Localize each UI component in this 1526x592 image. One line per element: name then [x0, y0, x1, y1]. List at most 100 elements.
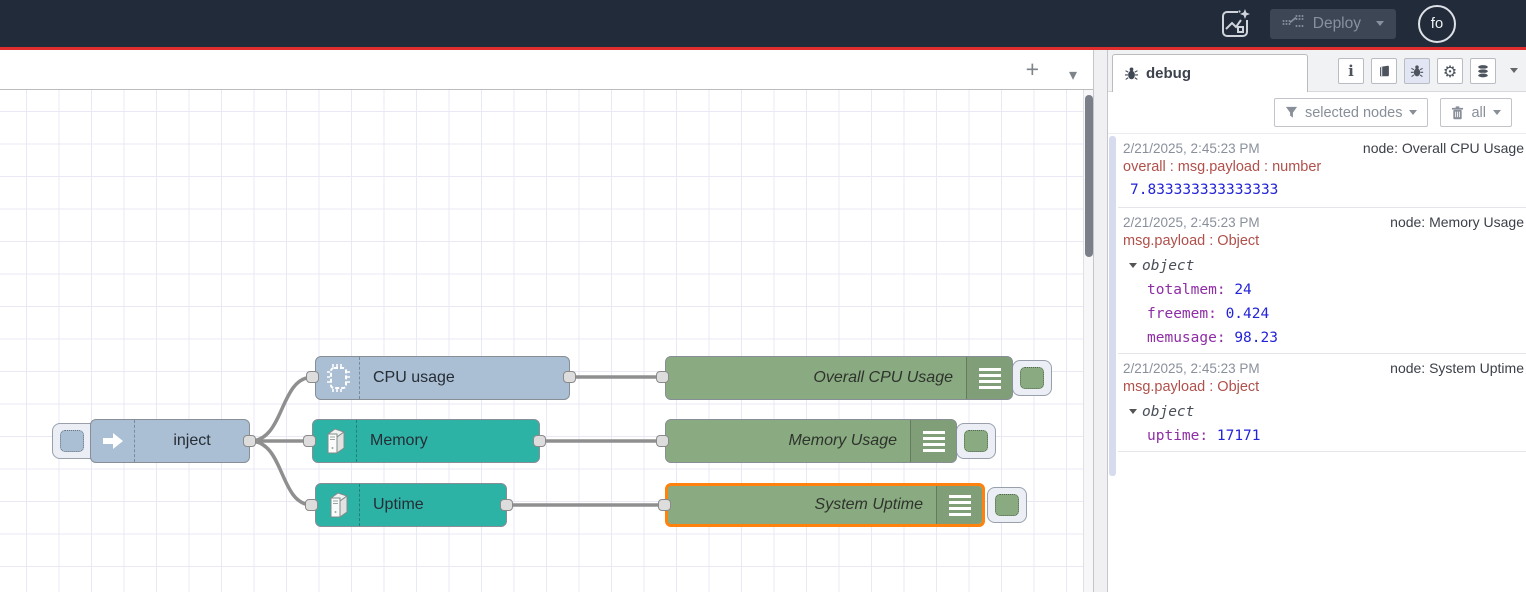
wires: [248, 375, 667, 507]
object-entry: freemem0.424: [1123, 298, 1524, 322]
debug-toggle-button[interactable]: [1012, 360, 1052, 396]
node-label: CPU usage: [373, 369, 455, 386]
message-value: 7.833333333333333: [1130, 182, 1279, 198]
node-label: Uptime: [373, 496, 424, 513]
object-entry: totalmem24: [1123, 274, 1524, 298]
app-header: Deploy fo: [0, 0, 1526, 47]
message-property: msg.payload : Object: [1123, 379, 1260, 395]
port-debug-uptime-in[interactable]: [658, 499, 671, 511]
workspace-grid[interactable]: inject CPU usage: [0, 90, 1083, 592]
bug-icon: [1410, 65, 1424, 77]
sidebar-tabbar: debug i: [1108, 50, 1526, 92]
message-timestamp: 2/21/2025, 2:45:23 PM: [1123, 141, 1260, 156]
node-uptime[interactable]: Uptime: [315, 483, 507, 527]
info-icon: i: [1348, 62, 1354, 80]
node-label: Memory: [370, 432, 428, 449]
port-inject-out[interactable]: [243, 435, 256, 447]
debug-message[interactable]: 2/21/2025, 2:45:23 PM node: System Uptim…: [1118, 354, 1526, 452]
object-expander[interactable]: object: [1123, 397, 1524, 420]
debug-toolbar: selected nodes all: [1108, 92, 1526, 134]
user-avatar[interactable]: fo: [1418, 4, 1456, 43]
debug-clear-button[interactable]: all: [1440, 98, 1512, 127]
deploy-icon: [1282, 14, 1304, 34]
workspace-tabbar: + ▾: [0, 50, 1093, 90]
computer-tower-icon: [313, 420, 357, 462]
database-icon: [1477, 63, 1489, 78]
node-cpu-usage[interactable]: CPU usage: [315, 356, 570, 400]
collapse-caret-icon: [1129, 263, 1137, 268]
debug-tab-button[interactable]: [1404, 58, 1430, 84]
object-entry: uptime17171: [1123, 420, 1524, 444]
port-debug-memory-in[interactable]: [656, 435, 669, 447]
debug-clear-label: all: [1471, 104, 1486, 121]
config-nodes-tab-button[interactable]: ⚙: [1437, 58, 1463, 84]
port-memory-out[interactable]: [533, 435, 546, 447]
message-source-node: node: System Uptime: [1390, 360, 1524, 376]
debug-message-list[interactable]: 2/21/2025, 2:45:23 PM node: Overall CPU …: [1108, 134, 1526, 592]
object-expander[interactable]: object: [1123, 251, 1524, 274]
clear-caret-icon: [1493, 110, 1501, 115]
deploy-button[interactable]: Deploy: [1269, 8, 1396, 39]
port-memory-in[interactable]: [303, 435, 316, 447]
book-icon: [1380, 65, 1389, 77]
debug-console-icon: [966, 357, 1012, 399]
tab-debug-label: debug: [1146, 65, 1191, 82]
flow-list-caret-icon[interactable]: ▾: [1068, 67, 1077, 84]
filter-icon: [1285, 106, 1298, 118]
help-tab-button[interactable]: [1371, 58, 1397, 84]
message-property: overall : msg.payload : number: [1123, 159, 1322, 175]
collapse-caret-icon: [1129, 409, 1137, 414]
port-cpu-in[interactable]: [306, 371, 319, 383]
main-menu-icon[interactable]: [1476, 13, 1506, 34]
debug-toggle-button[interactable]: [987, 487, 1027, 523]
message-source-node: node: Memory Usage: [1390, 214, 1524, 230]
node-memory[interactable]: Memory: [312, 419, 540, 463]
port-debug-overall-in[interactable]: [656, 371, 669, 383]
message-timestamp: 2/21/2025, 2:45:23 PM: [1123, 361, 1260, 376]
object-entry: memusage98.23: [1123, 322, 1524, 346]
bug-icon: [1124, 67, 1139, 80]
avatar-initials: fo: [1430, 15, 1444, 32]
node-debug-memory-usage[interactable]: Memory Usage: [665, 419, 957, 463]
header-accent-line: [0, 47, 1526, 50]
tab-debug[interactable]: debug: [1112, 54, 1308, 92]
message-source-node: node: Overall CPU Usage: [1362, 140, 1524, 156]
ai-assistant-icon[interactable]: [1216, 5, 1254, 43]
computer-tower-icon: [316, 484, 360, 526]
canvas-scrollbar[interactable]: [1083, 90, 1093, 592]
filter-caret-icon: [1409, 110, 1418, 115]
debug-console-icon: [936, 486, 982, 524]
sidebar-options-caret-icon[interactable]: [1510, 68, 1518, 73]
flow-canvas[interactable]: + ▾ inject: [0, 50, 1093, 592]
port-cpu-out[interactable]: [563, 371, 576, 383]
cpu-chip-icon: [316, 357, 360, 399]
deploy-label: Deploy: [1312, 14, 1361, 32]
deploy-options-caret-icon[interactable]: [1376, 21, 1384, 26]
node-label: System Uptime: [814, 496, 923, 513]
info-tab-button[interactable]: i: [1338, 58, 1364, 84]
debug-filter-button[interactable]: selected nodes: [1273, 98, 1429, 127]
debug-scrollbar-thumb[interactable]: [1109, 136, 1116, 476]
add-flow-button[interactable]: +: [1025, 56, 1039, 82]
context-data-tab-button[interactable]: [1470, 58, 1496, 84]
canvas-scrollbar-thumb[interactable]: [1085, 95, 1093, 257]
port-uptime-in[interactable]: [305, 499, 318, 511]
port-uptime-out[interactable]: [500, 499, 513, 511]
message-property: msg.payload : Object: [1123, 233, 1260, 249]
debug-console-icon: [910, 420, 956, 462]
debug-toggle-button[interactable]: [956, 423, 996, 459]
gear-icon: ⚙: [1442, 61, 1458, 81]
trash-icon: [1452, 105, 1464, 119]
debug-sidebar: debug i: [1108, 50, 1526, 592]
node-label: Memory Usage: [788, 432, 897, 449]
node-inject[interactable]: inject: [90, 419, 250, 463]
debug-message[interactable]: 2/21/2025, 2:45:23 PM node: Memory Usage…: [1118, 208, 1526, 354]
message-timestamp: 2/21/2025, 2:45:23 PM: [1123, 215, 1260, 230]
inject-arrow-icon: [91, 420, 135, 462]
node-debug-system-uptime[interactable]: System Uptime: [665, 483, 985, 527]
sidebar-splitter[interactable]: [1093, 50, 1108, 592]
debug-message[interactable]: 2/21/2025, 2:45:23 PM node: Overall CPU …: [1118, 134, 1526, 208]
node-label: Overall CPU Usage: [813, 369, 953, 386]
node-debug-overall-cpu[interactable]: Overall CPU Usage: [665, 356, 1013, 400]
inject-run-button[interactable]: [52, 423, 92, 459]
